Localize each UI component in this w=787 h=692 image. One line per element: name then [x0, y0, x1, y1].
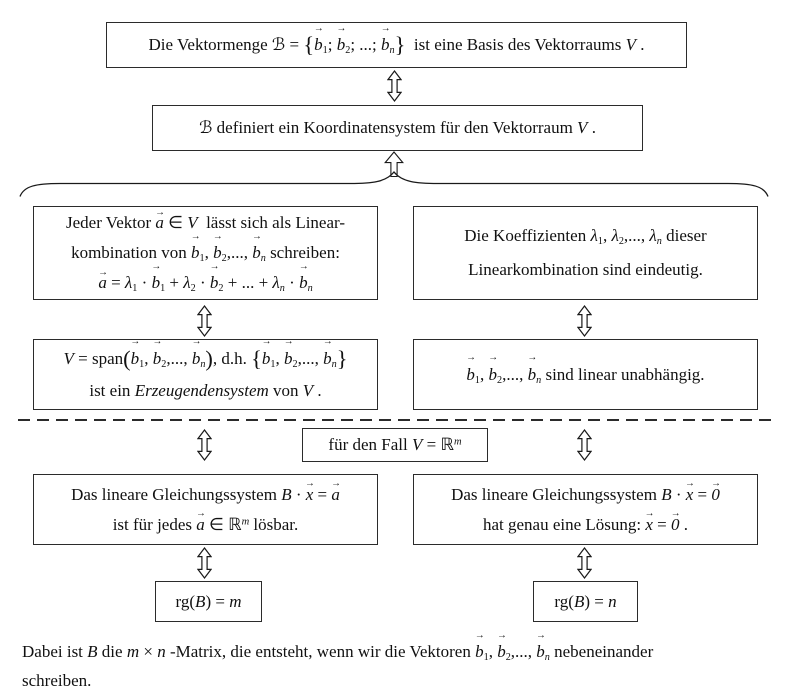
fall-rm-box: für den Fall V = ℝm — [302, 428, 488, 462]
box-line: a = λ1 · b1 + λ2 · b2 + ... + λn · bn — [98, 268, 312, 298]
box-line: ist für jedes a ∈ ℝm lösbar. — [113, 510, 299, 540]
rg-m-text: rg(B) = m — [175, 591, 242, 611]
box-line: V = span(b1, b2,..., bn), d.h. {b1, b2,.… — [64, 343, 348, 374]
box-line: ist ein Erzeugendensystem von V . — [89, 380, 322, 400]
equivalence-arrow-icon — [577, 547, 592, 579]
rg-n-text: rg(B) = n — [554, 591, 617, 611]
koordinatensystem-box: ℬ definiert ein Koordinatensystem für de… — [152, 105, 643, 151]
footer-line: Dabei ist B die m × n -Matrix, die entst… — [22, 637, 780, 666]
linear-unabhaengig-box: b1, b2,..., bn sind linear unabhängig. — [413, 339, 758, 410]
box-line: Das lineare Gleichungssystem B · x = a — [71, 480, 340, 510]
box-line: Das lineare Gleichungssystem B · x = 0 — [451, 480, 720, 510]
rg-m-box: rg(B) = m — [155, 581, 262, 622]
basis-text: Die Vektormenge ℬ = {b1; b2; ...; bn} is… — [149, 30, 645, 60]
lgs-eindeutige-loesung-box: Das lineare Gleichungssystem B · x = 0 h… — [413, 474, 758, 545]
linearkombination-box: Jeder Vektor a ∈ V lässt sich als Linear… — [33, 206, 378, 300]
footer-line: schreiben. — [22, 671, 92, 690]
lgs-loesbar-box: Das lineare Gleichungssystem B · x = a i… — [33, 474, 378, 545]
dashed-divider — [18, 419, 771, 421]
rg-n-box: rg(B) = n — [533, 581, 638, 622]
box-line: hat genau eine Lösung: x = 0 . — [483, 510, 688, 540]
up-arrow-icon — [384, 151, 404, 177]
basis-box: Die Vektormenge ℬ = {b1; b2; ...; bn} is… — [106, 22, 687, 68]
equivalence-arrow-icon — [577, 429, 592, 461]
equivalence-arrow-icon — [387, 70, 402, 102]
equivalence-arrow-icon — [197, 429, 212, 461]
box-line: Jeder Vektor a ∈ V lässt sich als Linear… — [66, 208, 345, 238]
box-line: b1, b2,..., bn sind linear unabhängig. — [466, 360, 704, 390]
footer-note: Dabei ist B die m × n -Matrix, die entst… — [22, 637, 780, 692]
fall-rm-text: für den Fall V = ℝm — [328, 435, 462, 454]
koeffizienten-box: Die Koeffizienten λ1, λ2,..., λn dieser … — [413, 206, 758, 300]
equivalence-arrow-icon — [577, 305, 592, 337]
koordinatensystem-text: ℬ definiert ein Koordinatensystem für de… — [199, 118, 596, 137]
equivalence-arrow-icon — [197, 547, 212, 579]
box-line: Linearkombination sind eindeutig. — [468, 260, 703, 279]
overbrace-icon — [19, 170, 769, 197]
box-line: kombination von b1, b2,..., bn schreiben… — [71, 238, 340, 268]
erzeugendensystem-box: V = span(b1, b2,..., bn), d.h. {b1, b2,.… — [33, 339, 378, 410]
equivalence-arrow-icon — [197, 305, 212, 337]
box-line: Die Koeffizienten λ1, λ2,..., λn dieser — [464, 226, 707, 247]
